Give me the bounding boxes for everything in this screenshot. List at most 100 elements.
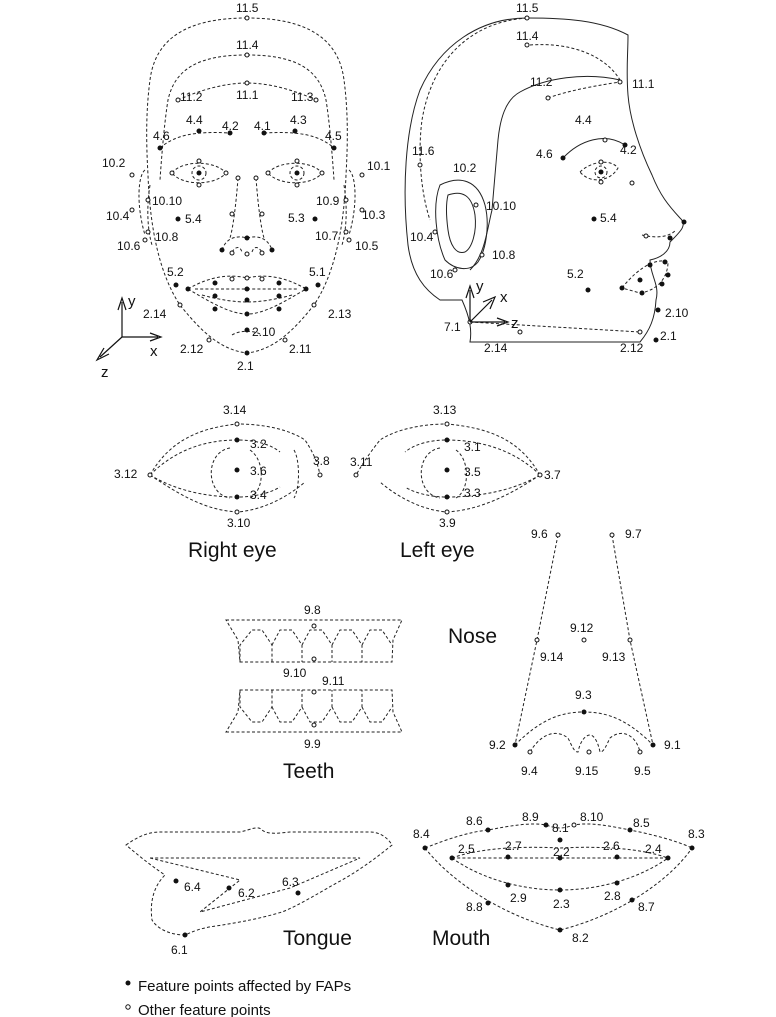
feature-point-faps bbox=[560, 155, 566, 161]
side-scalp-line bbox=[529, 44, 621, 81]
feature-point-label: 2.14 bbox=[143, 307, 167, 321]
feature-point-faps bbox=[444, 467, 450, 473]
feature-point-other bbox=[617, 79, 623, 85]
feature-point-other bbox=[282, 337, 288, 343]
left-eye-upper-lid bbox=[404, 439, 541, 476]
feature-point-faps bbox=[629, 897, 635, 903]
side-points bbox=[417, 15, 687, 343]
feature-point-label: 10.8 bbox=[492, 248, 516, 262]
feature-point-faps bbox=[269, 247, 275, 253]
nose-nostrils bbox=[529, 733, 641, 753]
feature-point-other bbox=[537, 472, 543, 478]
left-eye-caption: Left eye bbox=[400, 539, 475, 562]
feature-point-label: 8.10 bbox=[580, 810, 604, 824]
right-eye-diagram: 3.14 3.2 3.12 3.6 3.8 3.4 3.10 Right eye bbox=[114, 403, 330, 562]
feature-point-faps bbox=[619, 285, 625, 291]
feature-point-label: 9.8 bbox=[304, 603, 321, 617]
feature-point-faps bbox=[212, 293, 218, 299]
feature-point-label: 3.13 bbox=[433, 403, 457, 417]
tongue-diagram: 6.4 6.2 6.3 6.1 Tongue bbox=[125, 827, 393, 957]
feature-point-faps bbox=[653, 337, 659, 343]
teeth-diagram: 9.8 9.10 9.11 9.9 Teeth bbox=[225, 603, 403, 783]
feature-point-label: 2.10 bbox=[665, 306, 689, 320]
feature-point-other bbox=[313, 97, 319, 103]
front-ear-left bbox=[138, 169, 146, 236]
feature-point-label: 2.7 bbox=[505, 839, 522, 853]
feature-point-faps bbox=[485, 827, 491, 833]
feature-point-faps bbox=[244, 327, 250, 333]
feature-point-label: 10.5 bbox=[355, 239, 379, 253]
feature-point-other bbox=[259, 276, 265, 282]
feature-point-label: 10.1 bbox=[367, 159, 391, 173]
feature-point-other bbox=[196, 158, 202, 164]
feature-point-faps bbox=[637, 277, 643, 283]
feature-point-faps bbox=[622, 142, 628, 148]
side-ear-outer bbox=[435, 179, 488, 269]
feature-point-other bbox=[229, 276, 235, 282]
feature-point-label: 5.4 bbox=[600, 211, 617, 225]
feature-point-faps bbox=[557, 837, 563, 843]
feature-point-faps bbox=[581, 709, 587, 715]
feature-point-label: 9.14 bbox=[540, 650, 564, 664]
feature-point-label: 2.9 bbox=[510, 891, 527, 905]
feature-point-label: 11.6 bbox=[412, 144, 435, 158]
legend-filled-text: Feature points affected by FAPs bbox=[138, 978, 351, 995]
feature-point-label: 9.6 bbox=[531, 527, 548, 541]
feature-point-other bbox=[346, 237, 352, 243]
feature-point-label: 2.1 bbox=[237, 359, 254, 373]
feature-point-label: 8.5 bbox=[633, 816, 650, 830]
feature-point-other bbox=[311, 302, 317, 308]
side-forehead-line bbox=[547, 81, 621, 99]
front-face-view: y x z 11.5 11.4 11.2 11.1 11.3 4.4 4.2 4… bbox=[95, 1, 391, 381]
front-hairline-left bbox=[159, 54, 248, 181]
right-eye-upper-outline bbox=[149, 423, 321, 476]
feature-point-other bbox=[359, 172, 365, 178]
mouth-diagram: 8.6 8.9 8.1 8.10 8.5 8.4 8.3 2.5 2.7 2.2… bbox=[413, 810, 705, 950]
front-labels: 11.5 11.4 11.2 11.1 11.3 4.4 4.2 4.1 4.3… bbox=[102, 1, 391, 373]
feature-point-label: 5.2 bbox=[567, 267, 584, 281]
feature-point-faps bbox=[598, 169, 604, 175]
feature-point-label: 2.13 bbox=[328, 307, 352, 321]
feature-point-other bbox=[473, 202, 479, 208]
feature-point-label: 9.11 bbox=[322, 674, 345, 688]
feature-point-label: 2.3 bbox=[553, 897, 570, 911]
feature-point-faps bbox=[444, 437, 450, 443]
feature-point-faps bbox=[234, 467, 240, 473]
left-eye-lower-outline bbox=[379, 474, 541, 513]
side-axis-y-label: y bbox=[476, 278, 484, 295]
feature-point-faps bbox=[665, 855, 671, 861]
mouth-lower-outer bbox=[424, 847, 693, 931]
feature-point-faps bbox=[212, 306, 218, 312]
feature-point-other bbox=[432, 229, 438, 235]
feature-point-label: 6.4 bbox=[184, 880, 201, 894]
feature-point-other bbox=[452, 267, 458, 273]
feature-point-label: 5.3 bbox=[288, 211, 305, 225]
front-points bbox=[129, 15, 365, 356]
feature-point-label: 8.2 bbox=[572, 931, 589, 945]
feature-point-faps bbox=[312, 216, 318, 222]
side-eye bbox=[579, 161, 619, 181]
feature-point-faps bbox=[227, 130, 233, 136]
feature-point-other bbox=[311, 689, 317, 695]
feature-point-label: 9.10 bbox=[283, 666, 307, 680]
feature-point-other bbox=[244, 52, 250, 58]
feature-point-other bbox=[524, 42, 530, 48]
feature-point-other bbox=[253, 175, 259, 181]
feature-point-faps bbox=[244, 297, 250, 303]
feature-point-label: 10.3 bbox=[362, 208, 386, 222]
feature-point-faps bbox=[614, 854, 620, 860]
feature-point-other bbox=[244, 275, 250, 281]
feature-point-faps bbox=[505, 854, 511, 860]
front-axes: y x z bbox=[95, 293, 163, 381]
front-head-outline bbox=[146, 17, 348, 354]
feature-point-label: 10.2 bbox=[453, 161, 477, 175]
feature-point-other bbox=[265, 170, 271, 176]
front-forehead-line bbox=[177, 82, 317, 101]
feature-point-other bbox=[259, 250, 265, 256]
feature-point-label: 10.2 bbox=[102, 156, 126, 170]
feature-point-faps bbox=[244, 286, 250, 292]
feature-point-faps bbox=[662, 259, 668, 265]
feature-point-label: 10.8 bbox=[155, 230, 179, 244]
feature-point-faps bbox=[557, 855, 563, 861]
feature-point-faps bbox=[244, 311, 250, 317]
